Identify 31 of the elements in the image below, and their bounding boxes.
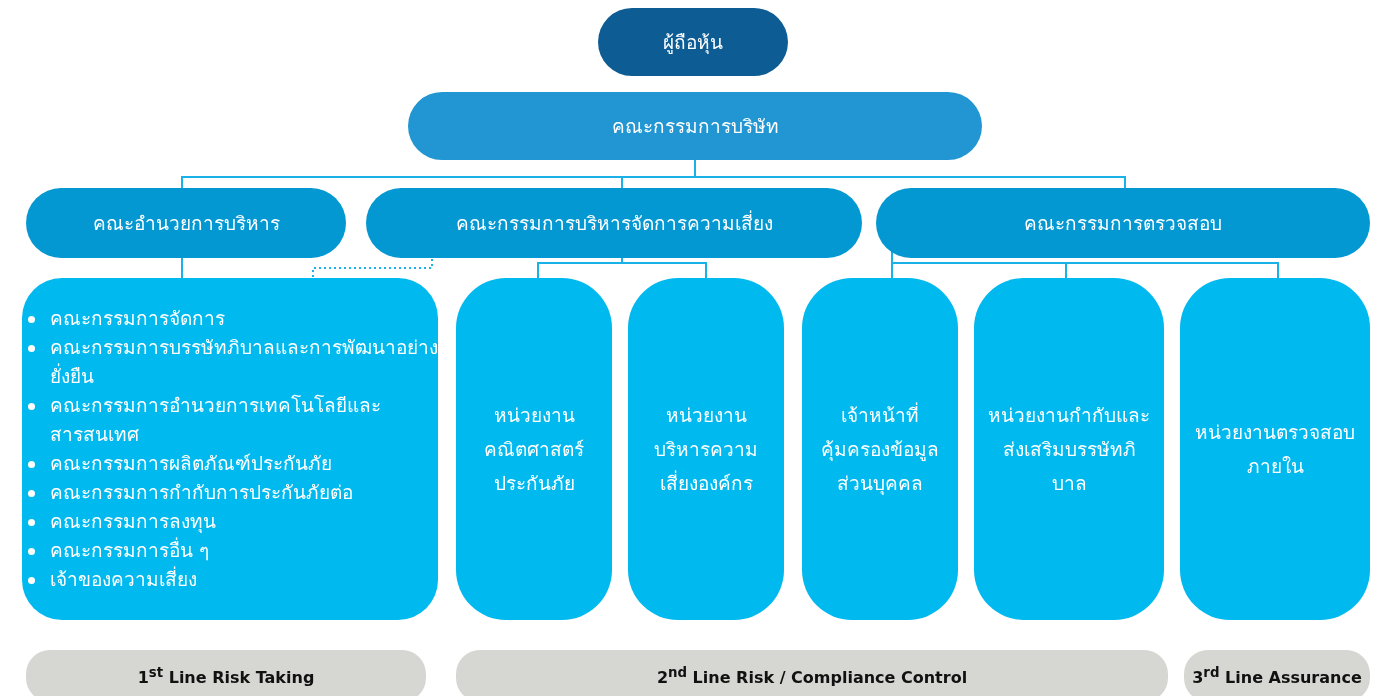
box-label: คณะกรรมการบริหารจัดการความเสี่ยง: [455, 209, 773, 236]
box-label: คณะกรรมการตรวจสอบ: [1024, 211, 1222, 236]
box-label: หน่วยงานกำกับและส่งเสริมบรรษัทภิบาล: [987, 403, 1151, 496]
box-label: หน่วยงานบริหารความเสี่ยงองค์กร: [653, 403, 759, 496]
box-label: หน่วยงานตรวจสอบภายใน: [1194, 420, 1356, 479]
box-label: หน่วยงานคณิตศาสตร์ประกันภัย: [483, 403, 585, 496]
line-band: [456, 650, 1168, 696]
rounded-box: [1180, 278, 1370, 620]
list-item: คณะกรรมการบรรษัทภิบาลและการพัฒนาอย่างยั่งยืน: [50, 336, 438, 387]
list-item: เจ้าของความเสี่ยง: [50, 568, 197, 590]
list-item: คณะกรรมการผลิตภัณฑ์ประกันภัย: [50, 452, 332, 474]
box-label: 1$^{st}$ Line Risk Taking: [137, 664, 315, 689]
list-item: คณะกรรมการอำนวยการเทคโนโลยีและสารสนเทศ: [50, 394, 381, 445]
connector-line: [181, 257, 183, 279]
box-label: คณะกรรมการบริษัท: [611, 114, 779, 139]
list-item: คณะกรรมการอื่น ๆ: [50, 539, 210, 561]
line-band: [1184, 650, 1370, 696]
list-item: คณะกรรมการกำกับการประกันภัยต่อ: [50, 481, 353, 503]
list-item: คณะกรรมการจัดการ: [50, 307, 225, 329]
rounded-box: [628, 278, 784, 620]
box-label: 2$^{nd}$ Line Risk / Compliance Control: [656, 664, 968, 689]
rounded-box: [802, 278, 958, 620]
rounded-box: [974, 278, 1164, 620]
line-band: [26, 650, 426, 696]
rounded-box: [456, 278, 612, 620]
box-label: ผู้ถือหุ้น: [663, 30, 723, 56]
list-item: คณะกรรมการลงทุน: [50, 510, 216, 532]
rounded-box: [22, 278, 438, 620]
box-label: 3$^{rd}$ Line Assurance: [1192, 664, 1362, 689]
box-label: เจ้าหน้าที่คุ้มครองข้อมูลส่วนบุคคล: [820, 401, 940, 497]
box-label: คณะอำนวยการบริหาร: [92, 211, 280, 236]
